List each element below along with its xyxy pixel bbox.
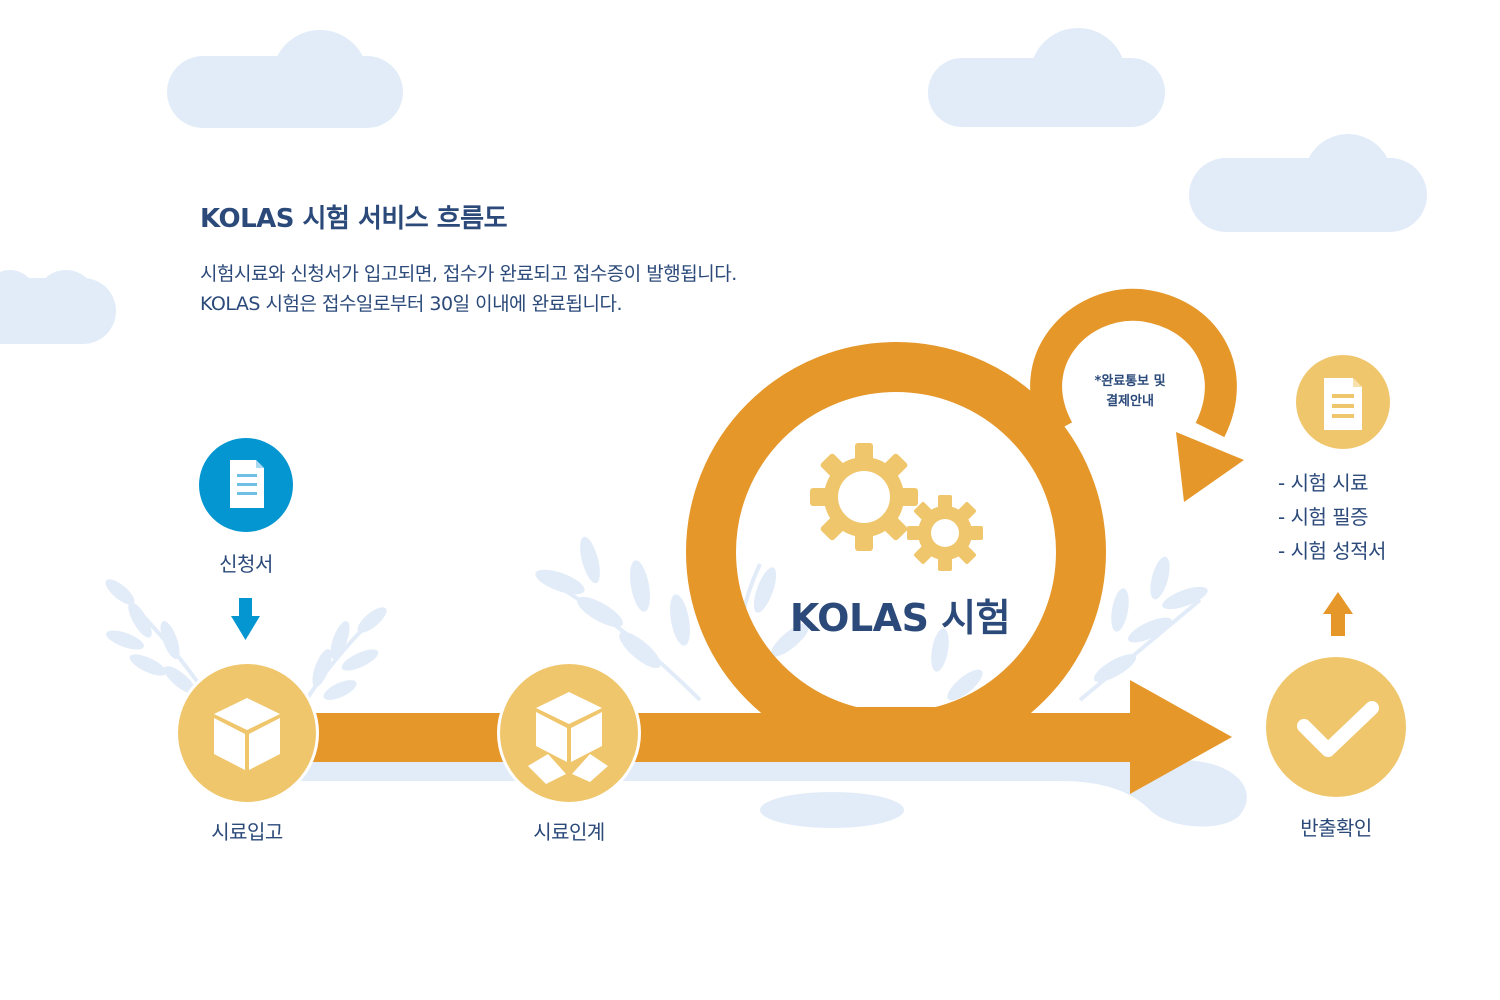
completion-note-line: *완료통보 및 (1094, 374, 1166, 389)
sample-receipt-node (175, 661, 319, 805)
outputs-list: - 시험 시료 - 시험 필증 - 시험 성적서 (1278, 466, 1386, 568)
kolas-test-label: KOLAS 시험 (789, 596, 1011, 640)
release-check-label: 반출확인 (1300, 816, 1372, 840)
description-line: KOLAS 시험은 접수일로부터 30일 이내에 완료됩니다. (200, 293, 623, 315)
output-item: - 시험 필증 (1278, 505, 1369, 529)
application-node (199, 438, 293, 532)
cloud-decoration (0, 270, 116, 344)
cloud-decoration (167, 30, 403, 128)
application-label: 신청서 (219, 552, 273, 576)
output-item: - 시험 성적서 (1278, 539, 1386, 563)
flow-bar (300, 713, 520, 762)
document-icon (1324, 378, 1362, 430)
sample-receipt-label: 시료입고 (211, 820, 283, 844)
page-title: KOLAS 시험 서비스 흐름도 (200, 204, 508, 234)
document-icon (230, 460, 264, 508)
test-loop-ring (686, 342, 1106, 762)
leaf-decoration (105, 579, 387, 712)
output-item: - 시험 시료 (1278, 471, 1369, 495)
flow-arrowhead (1130, 680, 1232, 794)
box-icon (214, 698, 280, 770)
down-arrow-icon (231, 598, 260, 640)
open-box-icon (528, 692, 608, 784)
completion-note: *완료통보 및 결제안내 (1060, 372, 1200, 412)
sample-handover-label: 시료인계 (533, 820, 605, 844)
page-description: 시험시료와 신청서가 입고되면, 접수가 완료되고 접수증이 발행됩니다. KO… (200, 259, 737, 319)
up-arrow-icon (1323, 592, 1353, 636)
cloud-decoration (928, 28, 1165, 127)
completion-note-line: 결제안내 (1106, 394, 1154, 409)
cloud-decoration (760, 792, 904, 828)
feedback-loop-arrow (1030, 288, 1237, 438)
leaf-decoration (931, 556, 1208, 702)
release-check-node (1266, 657, 1406, 797)
sample-handover-node (497, 661, 641, 805)
outputs-node (1296, 355, 1390, 449)
gears-icon (810, 443, 983, 571)
cloud-decoration (1189, 134, 1427, 232)
description-line: 시험시료와 신청서가 입고되면, 접수가 완료되고 접수증이 발행됩니다. (200, 263, 737, 285)
checkmark-icon (1297, 701, 1379, 757)
feedback-loop-arrowhead (1176, 432, 1244, 502)
